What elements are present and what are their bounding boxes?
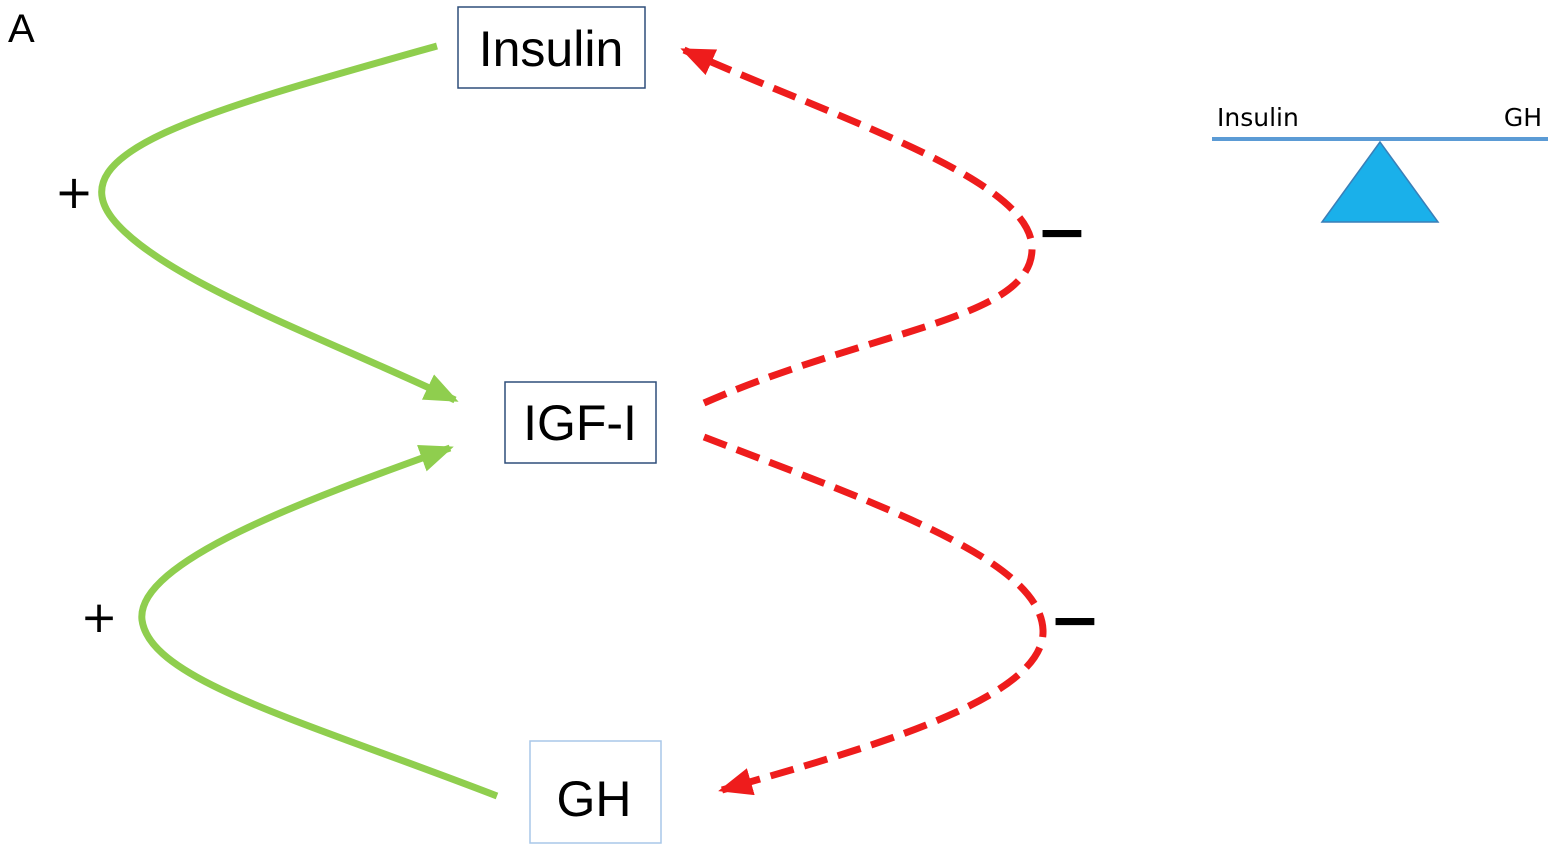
gh-to-igf1-arrow bbox=[138, 444, 499, 800]
plus-sign-gh: + bbox=[81, 592, 118, 643]
minus-sign-gh: − bbox=[1049, 583, 1101, 656]
gh-node: GH bbox=[529, 740, 662, 844]
insulin-label: Insulin bbox=[479, 21, 624, 77]
balance-fulcrum bbox=[1320, 140, 1440, 223]
igf1-to-gh-arrow bbox=[702, 433, 1047, 796]
insulin-node: Insulin bbox=[457, 6, 646, 89]
gh-label: GH bbox=[557, 771, 632, 827]
insulin-box bbox=[457, 6, 646, 89]
gh-box bbox=[529, 740, 662, 844]
plus-sign-insulin: + bbox=[55, 165, 94, 219]
igf1-to-insulin-arrow bbox=[680, 46, 1036, 407]
igf1-box bbox=[504, 381, 657, 464]
insulin-to-igf1-arrow bbox=[98, 42, 459, 404]
minus-sign-insulin: − bbox=[1036, 195, 1088, 268]
balance-scale: Insulin GH bbox=[1212, 103, 1548, 223]
balance-right-label: GH bbox=[1504, 103, 1542, 132]
panel-label: A bbox=[8, 7, 35, 51]
igf1-node: IGF-I bbox=[504, 381, 657, 464]
balance-left-label: Insulin bbox=[1217, 103, 1299, 132]
igf1-label: IGF-I bbox=[523, 395, 637, 451]
